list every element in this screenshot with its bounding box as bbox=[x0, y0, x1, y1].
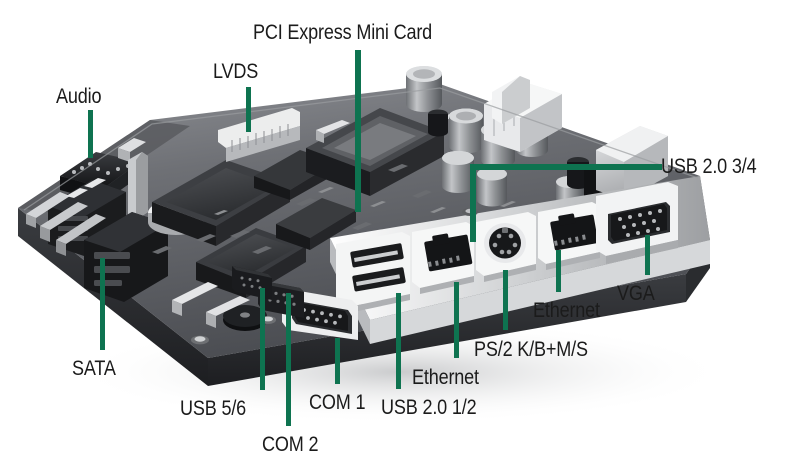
callout-line-lvds bbox=[246, 87, 251, 132]
callout-line-usb34-vertical bbox=[470, 164, 476, 242]
callout-label-com1: COM 1 bbox=[309, 391, 366, 414]
callout-label-usb-34: USB 2.0 3/4 bbox=[661, 155, 757, 178]
callout-line-sata bbox=[100, 258, 105, 350]
callout-label-pcie-mini: PCI Express Mini Card bbox=[253, 21, 433, 44]
callout-line-pcie-mini bbox=[355, 50, 361, 212]
callout-line-vga bbox=[645, 235, 650, 275]
callout-label-com2: COM 2 bbox=[262, 433, 319, 456]
callout-label-ps2: PS/2 K/B+M/S bbox=[474, 338, 588, 361]
callout-label-vga: VGA bbox=[617, 282, 655, 305]
callout-line-ethernet-1 bbox=[454, 282, 459, 358]
callout-label-ethernet-2: Ethernet bbox=[533, 299, 600, 322]
callout-label-audio: Audio bbox=[56, 85, 102, 108]
callout-line-com1 bbox=[335, 338, 340, 384]
callout-line-com2 bbox=[286, 293, 291, 426]
callout-label-lvds: LVDS bbox=[213, 60, 259, 83]
callout-label-sata: SATA bbox=[72, 357, 116, 380]
callout-line-usb34-horizontal bbox=[470, 164, 662, 170]
callout-label-usb-12: USB 2.0 1/2 bbox=[381, 396, 477, 419]
callout-label-ethernet-1: Ethernet bbox=[412, 366, 479, 389]
callout-line-usb12 bbox=[396, 293, 401, 389]
callout-label-usb-56: USB 5/6 bbox=[180, 397, 247, 420]
callout-line-usb56 bbox=[260, 288, 265, 390]
callout-line-audio bbox=[88, 110, 93, 158]
callout-line-ps2 bbox=[503, 270, 508, 330]
callout-line-ethernet-2 bbox=[556, 250, 561, 292]
